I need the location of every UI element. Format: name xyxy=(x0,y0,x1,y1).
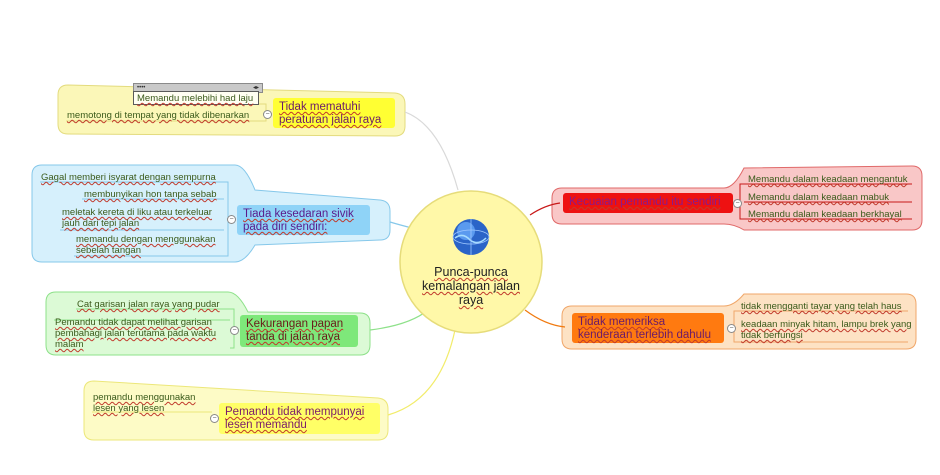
collapse-toggle[interactable]: − xyxy=(263,110,272,119)
topic-label: Pemandu tidak mempunyai lesen memandu xyxy=(225,406,365,431)
topic-tiada-lesen[interactable]: Pemandu tidak mempunyai lesen memandu xyxy=(219,403,380,434)
topic-tiada-kesedaran[interactable]: Tiada kesedaran sivik pada diri sendiri: xyxy=(237,205,370,235)
group-bg-t2 xyxy=(31,164,391,263)
leaf-lines-t2 xyxy=(40,181,229,257)
leaf-mengantuk[interactable]: Memandu dalam keadaan mengantuk xyxy=(748,174,908,185)
leaf-pemandu-tidak-melihat[interactable]: Pemandu tidak dapat melihat garisan pemb… xyxy=(55,317,217,350)
topic-label: Kecuaian pemandu itu sendiri xyxy=(569,196,721,208)
topic-label: Kekurangan papan tanda di jalan raya xyxy=(246,318,344,343)
leaf-sebelah-tangan[interactable]: memandu dengan menggunakan sebelah tanga… xyxy=(76,234,216,256)
collapse-toggle[interactable]: − xyxy=(733,199,742,208)
topic-label: Tiada kesedaran sivik pada diri sendiri: xyxy=(243,208,354,233)
central-topic-bubble[interactable] xyxy=(399,190,543,334)
collapse-toggle[interactable]: − xyxy=(230,326,239,335)
topic-tidak-mematuhi[interactable]: Tidak mematuhi peraturan jalan raya xyxy=(273,98,395,128)
toolbar-dots-icon: •••• xyxy=(137,85,146,91)
central-topic-label[interactable]: Punca-punca kemalangan jalan raya xyxy=(422,265,520,307)
topic-tidak-memeriksa[interactable]: Tidak memeriksa kenderaan terlebih dahul… xyxy=(572,313,724,343)
leaf-meletak-kereta[interactable]: meletak kereta di liku atau terkeluar ja… xyxy=(62,207,212,229)
collapse-toggle[interactable]: − xyxy=(727,324,736,333)
topic-label: Tidak memeriksa kenderaan terlebih dahul… xyxy=(578,316,711,341)
topic-kecuaian-pemandu[interactable]: Kecuaian pemandu itu sendiri xyxy=(563,193,733,213)
selected-leaf-frame xyxy=(133,91,259,105)
connector-t5 xyxy=(529,202,561,216)
globe-icon xyxy=(452,219,490,255)
connector-t4 xyxy=(387,329,456,416)
leaf-tayar-haus[interactable]: tidak mengganti tayar yang telah haus xyxy=(741,301,902,312)
leaf-mabuk[interactable]: Memandu dalam keadaan mabuk xyxy=(748,192,890,203)
collapse-toggle[interactable]: − xyxy=(227,215,236,224)
leaf-gagal-isyarat[interactable]: Gagal memberi isyarat dengan sempurna xyxy=(41,172,216,183)
leaf-cat-garisan[interactable]: Cat garisan jalan raya yang pudar xyxy=(77,299,220,310)
connector-t3 xyxy=(369,309,429,331)
topic-label: Tidak mematuhi peraturan jalan raya xyxy=(279,101,382,126)
leaf-minyak-hitam[interactable]: keadaan minyak hitam, lampu brek yang ti… xyxy=(741,319,912,341)
leaf-lesen-yang-lesen[interactable]: pemandu menggunakan lesen yang lesen xyxy=(93,392,196,414)
leaf-membunyikan-hon[interactable]: membunyikan hon tanpa sebab xyxy=(84,189,217,200)
toolbar-arrows-icon[interactable]: ◂▸ xyxy=(252,85,259,91)
connector-t1 xyxy=(404,111,459,191)
connector-t6 xyxy=(524,309,566,328)
collapse-toggle[interactable]: − xyxy=(210,414,219,423)
topic-kekurangan-papan[interactable]: Kekurangan papan tanda di jalan raya xyxy=(240,315,358,347)
leaf-memotong[interactable]: memotong di tempat yang tidak dibenarkan xyxy=(67,110,250,121)
leaf-memandu-melebihi[interactable]: Memandu melebihi had laju xyxy=(137,93,254,104)
group-bg-t5 xyxy=(551,165,923,231)
leaf-berkhayal[interactable]: Memandu dalam keadaan berkhayal xyxy=(748,209,902,220)
